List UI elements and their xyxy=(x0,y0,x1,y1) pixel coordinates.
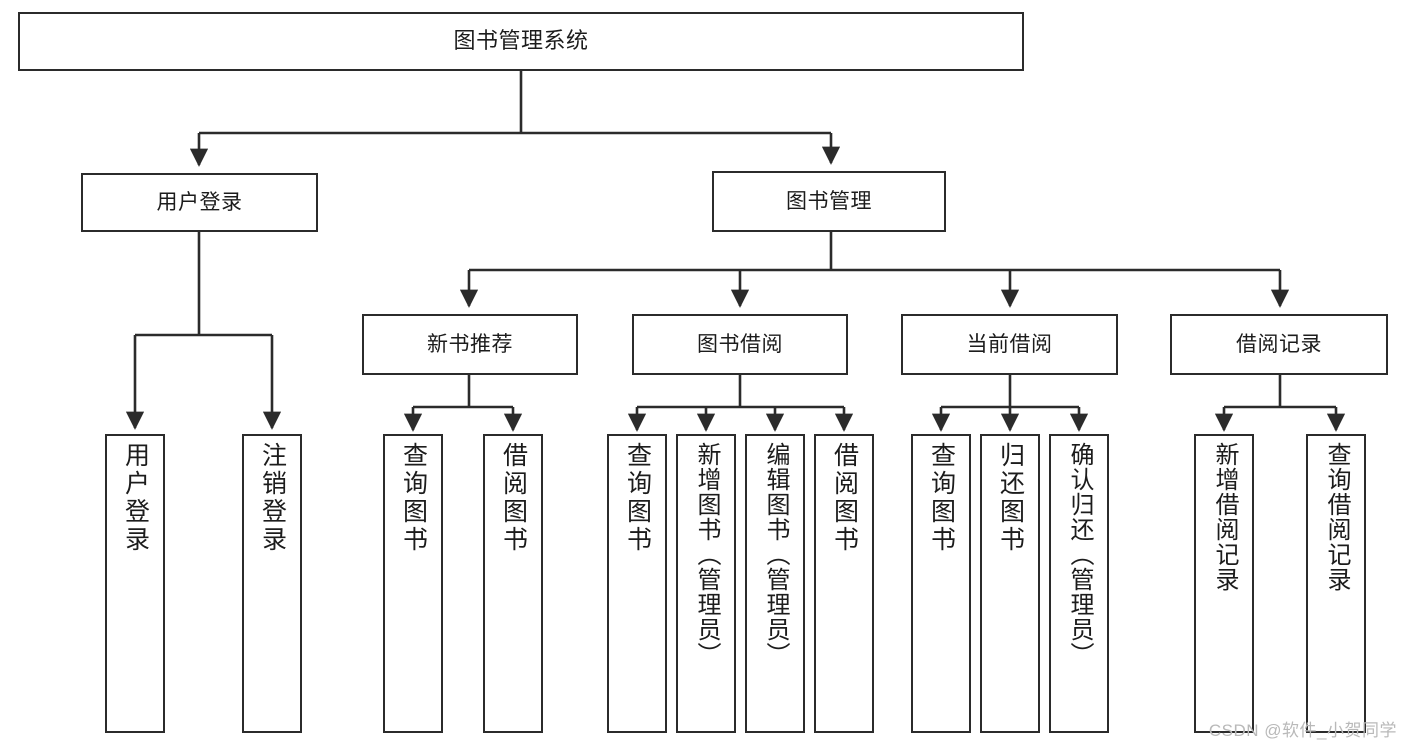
node-label: 注销登录 xyxy=(258,442,287,554)
node-book-borrow[interactable]: 图书借阅 xyxy=(632,314,848,375)
node-label: 确认归还（管理员） xyxy=(1066,442,1093,667)
node-label: 图书管理 xyxy=(786,189,872,213)
node-leaf-lend-book[interactable]: 借阅图书 xyxy=(814,434,874,733)
node-label: 新增借阅记录 xyxy=(1211,442,1238,592)
node-leaf-borrow-book-newbook[interactable]: 借阅图书 xyxy=(483,434,543,733)
watermark-text: CSDN @软件_小贺同学 xyxy=(1208,721,1397,740)
node-label: 用户登录 xyxy=(121,442,150,554)
node-user-login[interactable]: 用户登录 xyxy=(81,173,318,232)
node-label: 借阅图书 xyxy=(830,442,859,554)
node-current-borrow[interactable]: 当前借阅 xyxy=(901,314,1118,375)
node-label: 查询借阅记录 xyxy=(1323,442,1350,592)
node-leaf-query-book-newbook[interactable]: 查询图书 xyxy=(383,434,443,733)
node-label: 借阅记录 xyxy=(1236,332,1322,356)
node-label: 借阅图书 xyxy=(499,442,528,554)
node-label: 用户登录 xyxy=(156,190,243,214)
node-leaf-query-borrow-record[interactable]: 查询借阅记录 xyxy=(1306,434,1366,733)
node-leaf-user-login[interactable]: 用户登录 xyxy=(105,434,165,733)
node-borrow-record[interactable]: 借阅记录 xyxy=(1170,314,1388,375)
node-leaf-return-book[interactable]: 归还图书 xyxy=(980,434,1040,733)
node-label: 归还图书 xyxy=(996,442,1025,554)
node-leaf-add-book-admin[interactable]: 新增图书（管理员） xyxy=(676,434,736,733)
node-label: 编辑图书（管理员） xyxy=(762,442,789,667)
node-leaf-query-book-borrow[interactable]: 查询图书 xyxy=(607,434,667,733)
node-label: 查询图书 xyxy=(927,442,956,554)
node-leaf-confirm-return-admin[interactable]: 确认归还（管理员） xyxy=(1049,434,1109,733)
node-leaf-add-borrow-record[interactable]: 新增借阅记录 xyxy=(1194,434,1254,733)
node-label: 图书借阅 xyxy=(697,332,783,356)
node-label: 查询图书 xyxy=(623,442,652,554)
node-leaf-logout[interactable]: 注销登录 xyxy=(242,434,302,733)
node-leaf-query-book-current[interactable]: 查询图书 xyxy=(911,434,971,733)
node-new-book-recommend[interactable]: 新书推荐 xyxy=(362,314,578,375)
node-book-management[interactable]: 图书管理 xyxy=(712,171,946,232)
node-label: 查询图书 xyxy=(399,442,428,554)
node-root-system[interactable]: 图书管理系统 xyxy=(18,12,1024,71)
node-label: 新书推荐 xyxy=(427,332,513,356)
node-label: 新增图书（管理员） xyxy=(693,442,720,667)
node-label: 当前借阅 xyxy=(966,332,1053,356)
node-label: 图书管理系统 xyxy=(453,28,589,54)
node-leaf-edit-book-admin[interactable]: 编辑图书（管理员） xyxy=(745,434,805,733)
